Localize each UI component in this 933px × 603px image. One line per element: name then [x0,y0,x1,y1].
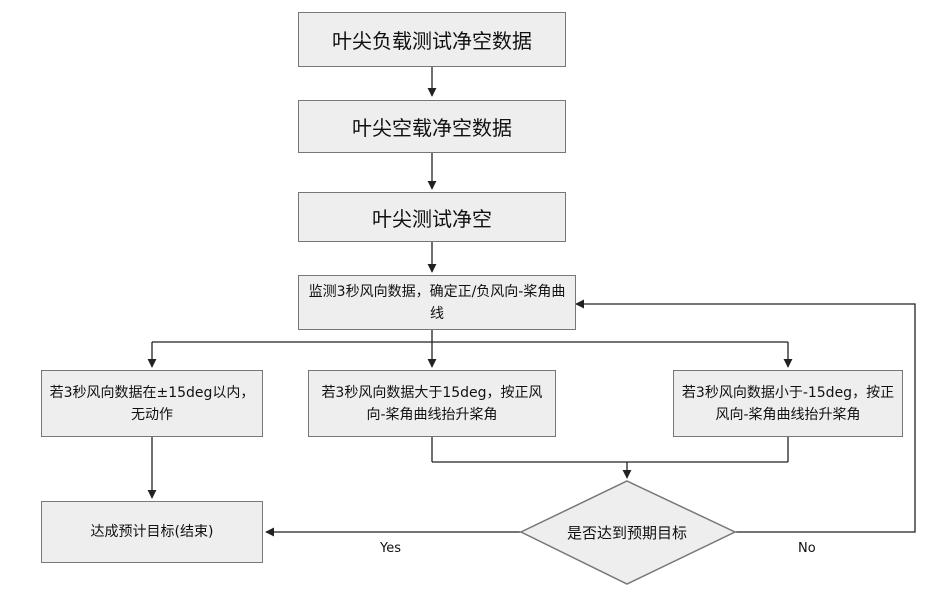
step-load-test-clearance: 叶尖负载测试净空数据 [298,12,566,67]
yes-label: Yes [380,541,401,556]
branch-above-15deg: 若3秒风向数据大于15deg，按正风向-桨角曲线抬升桨角 [308,370,556,437]
step-2-text: 叶尖空载净空数据 [352,112,512,141]
branch-middle-text: 若3秒风向数据大于15deg，按正风向-桨角曲线抬升桨角 [315,382,549,426]
step-4-text: 监测3秒风向数据，确定正/负风向-桨角曲线 [305,281,569,325]
step-1-text: 叶尖负载测试净空数据 [332,25,532,54]
step-test-clearance: 叶尖测试净空 [298,192,566,242]
end-text: 达成预计目标(结束) [91,521,214,543]
no-label: No [798,541,816,556]
decision-text: 是否达到预期目标 [540,522,714,543]
branch-left-text: 若3秒风向数据在±15deg以内，无动作 [48,382,256,426]
branch-right-text: 若3秒风向数据小于-15deg，按正风向-桨角曲线抬升桨角 [680,382,896,426]
end-goal-reached: 达成预计目标(结束) [41,501,263,563]
step-3-text: 叶尖测试净空 [372,203,492,232]
branch-within-15deg: 若3秒风向数据在±15deg以内，无动作 [41,370,263,437]
step-noload-clearance: 叶尖空载净空数据 [298,100,566,153]
branch-below-minus-15deg: 若3秒风向数据小于-15deg，按正风向-桨角曲线抬升桨角 [673,370,903,437]
step-monitor-wind: 监测3秒风向数据，确定正/负风向-桨角曲线 [298,275,576,330]
